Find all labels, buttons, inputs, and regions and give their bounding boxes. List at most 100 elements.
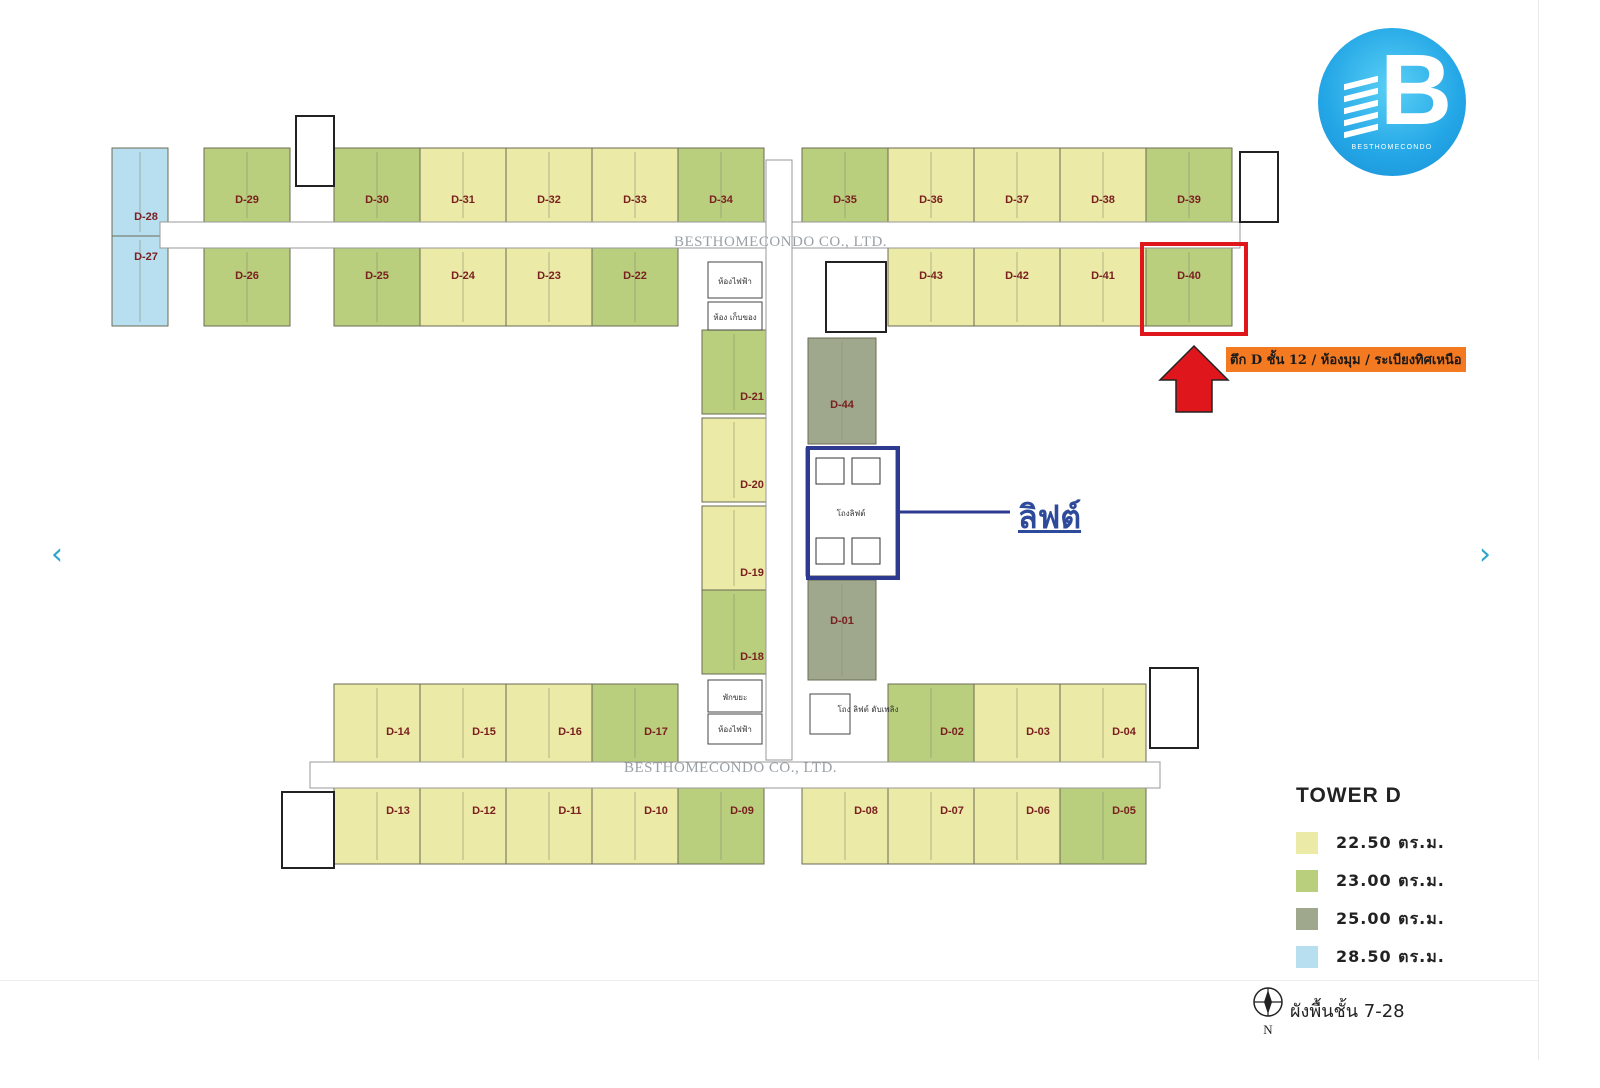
d40-pointer-arrow xyxy=(1158,344,1230,413)
legend-item: 23.00 ตร.ม. xyxy=(1296,862,1445,900)
legend-swatch xyxy=(1296,832,1318,854)
fire-lift xyxy=(809,693,851,735)
unit-label-d-04: D-04 xyxy=(1112,726,1137,738)
north-compass-icon: N xyxy=(1253,987,1283,1037)
unit-label-d-23: D-23 xyxy=(537,270,561,282)
unit-label-d-21: D-21 xyxy=(740,391,764,403)
unit-label-d-40: D-40 xyxy=(1177,270,1201,282)
unit-label-d-36: D-36 xyxy=(919,194,943,206)
unit-label-d-38: D-38 xyxy=(1091,194,1115,206)
floor-note: ผังพื้นชั้น 7-28 xyxy=(1290,1001,1405,1022)
unit-label-d-31: D-31 xyxy=(451,194,475,206)
unit-label-d-13: D-13 xyxy=(386,805,410,817)
unit-label-d-27: D-27 xyxy=(134,251,158,263)
unit-label-d-18: D-18 xyxy=(740,651,764,663)
unit-label-d-07: D-07 xyxy=(940,805,964,817)
legend-label: 28.50 ตร.ม. xyxy=(1336,946,1445,966)
legend-swatch xyxy=(1296,870,1318,892)
unit-label-d-32: D-32 xyxy=(537,194,561,206)
legend-swatch xyxy=(1296,946,1318,968)
legend-label: 25.00 ตร.ม. xyxy=(1336,908,1445,928)
center-corridor xyxy=(765,159,793,761)
storage-room xyxy=(707,301,763,331)
legend-item: 25.00 ตร.ม. xyxy=(1296,900,1445,938)
compass-letter: N xyxy=(1263,1022,1273,1037)
legend-item: 28.50 ตร.ม. xyxy=(1296,938,1445,976)
next-arrow-icon[interactable]: › xyxy=(1479,537,1491,572)
stair-top-left xyxy=(295,115,335,187)
unit-label-d-17: D-17 xyxy=(644,726,668,738)
logo-text: BESTHOMECONDO xyxy=(1351,144,1433,151)
unit-label-d-06: D-06 xyxy=(1026,805,1050,817)
unit-label-d-28: D-28 xyxy=(134,211,158,223)
legend: TOWER D 22.50 ตร.ม. 23.00 ตร.ม. 25.00 ตร… xyxy=(1296,784,1445,976)
lift-label: ลิฟต์ xyxy=(1018,498,1082,536)
unit-label-d-44: D-44 xyxy=(830,399,855,411)
electric-room-2-label: ห้องไฟฟ้า xyxy=(718,725,752,734)
stair-bottom-right xyxy=(1149,667,1199,749)
legend-swatch xyxy=(1296,908,1318,930)
unit-label-d-29: D-29 xyxy=(235,194,259,206)
storage-room-label: ห้อง เก็บของ xyxy=(713,312,756,322)
legend-label: 23.00 ตร.ม. xyxy=(1336,870,1445,890)
unit-label-d-15: D-15 xyxy=(472,726,496,738)
logo-building-line xyxy=(1344,123,1378,139)
lift-car-4 xyxy=(851,537,881,565)
stair-top-right xyxy=(1239,151,1279,223)
top-corridor xyxy=(159,221,1241,249)
unit-label-d-20: D-20 xyxy=(740,479,764,491)
watermark-top: BESTHOMECONDO CO., LTD. xyxy=(674,234,887,250)
unit-label-d-41: D-41 xyxy=(1091,270,1115,282)
unit-label-d-09: D-09 xyxy=(730,805,754,817)
unit-label-d-22: D-22 xyxy=(623,270,647,282)
bottom-corridor xyxy=(309,761,1161,789)
besthomecondo-logo: B BESTHOMECONDO xyxy=(1318,28,1466,176)
stair-center xyxy=(825,261,887,333)
garbage-room xyxy=(707,679,763,713)
unit-label-d-05: D-05 xyxy=(1112,805,1136,817)
unit-label-d-12: D-12 xyxy=(472,805,496,817)
unit-label-d-10: D-10 xyxy=(644,805,668,817)
legend-label: 22.50 ตร.ม. xyxy=(1336,832,1445,852)
unit-label-d-24: D-24 xyxy=(451,270,476,282)
electric-room-label: ห้องไฟฟ้า xyxy=(718,277,752,286)
lift-car-2 xyxy=(851,457,881,485)
right-divider xyxy=(1538,0,1539,1060)
unit-label-d-02: D-02 xyxy=(940,726,964,738)
legend-item: 22.50 ตร.ม. xyxy=(1296,824,1445,862)
bottom-divider xyxy=(0,980,1538,981)
unit-label-d-30: D-30 xyxy=(365,194,389,206)
fire-lift-label: โถง ลิฟต์ ดับเพลิง xyxy=(838,704,899,714)
unit-label-d-03: D-03 xyxy=(1026,726,1050,738)
lift-car-3 xyxy=(815,537,845,565)
electric-room-2 xyxy=(707,713,763,745)
unit-label-d-35: D-35 xyxy=(833,194,857,206)
garbage-room-label: พักขยะ xyxy=(723,693,748,702)
lift-hall-label: โถงลิฟต์ xyxy=(837,508,866,518)
legend-title: TOWER D xyxy=(1296,784,1402,807)
unit-callout: ตึก D ชั้น 12 / ห้องมุม / ระเบียงทิศเหนื… xyxy=(1226,347,1466,372)
electric-room xyxy=(707,261,763,299)
unit-label-d-14: D-14 xyxy=(386,726,411,738)
unit-label-d-39: D-39 xyxy=(1177,194,1201,206)
unit-label-d-34: D-34 xyxy=(709,194,734,206)
prev-arrow-icon[interactable]: ‹ xyxy=(51,537,63,572)
watermark-bottom: BESTHOMECONDO CO., LTD. xyxy=(624,760,837,776)
unit-label-d-08: D-08 xyxy=(854,805,878,817)
unit-label-d-26: D-26 xyxy=(235,270,259,282)
unit-label-d-11: D-11 xyxy=(558,805,581,817)
lift-car-1 xyxy=(815,457,845,485)
unit-label-d-37: D-37 xyxy=(1005,194,1029,206)
logo-letter: B xyxy=(1380,34,1453,146)
unit-label-d-25: D-25 xyxy=(365,270,389,282)
d40-highlight-box xyxy=(1140,242,1248,336)
units-layer xyxy=(111,147,1233,865)
unit-label-d-19: D-19 xyxy=(740,567,764,579)
stair-bottom-left xyxy=(281,791,335,869)
unit-label-d-16: D-16 xyxy=(558,726,582,738)
unit-label-d-43: D-43 xyxy=(919,270,943,282)
unit-label-d-01: D-01 xyxy=(830,615,854,627)
